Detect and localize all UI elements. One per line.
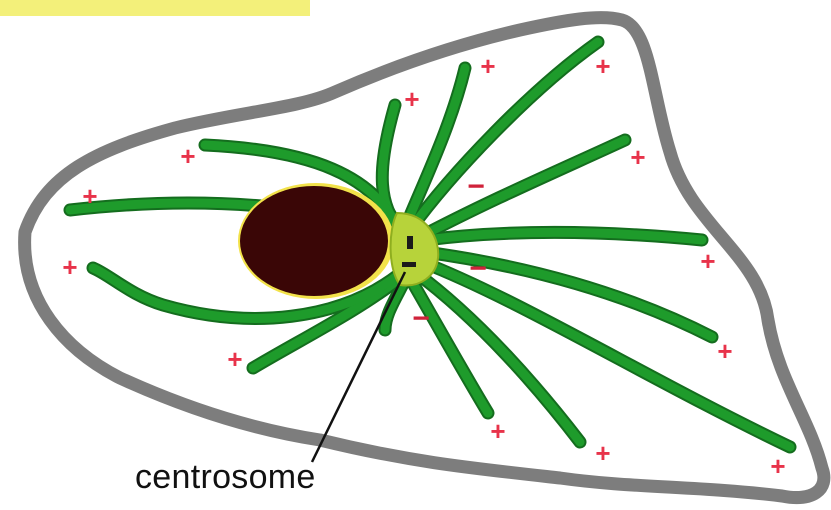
plus-sign: + xyxy=(180,141,195,171)
plus-sign: + xyxy=(227,344,242,374)
minus-sign: − xyxy=(469,252,487,285)
plus-sign: + xyxy=(595,438,610,468)
nucleus xyxy=(240,186,388,296)
plus-sign: + xyxy=(62,252,77,282)
plus-sign: + xyxy=(770,451,785,481)
plus-sign: + xyxy=(630,142,645,172)
centriole xyxy=(407,236,413,249)
centriole xyxy=(402,262,416,267)
plus-sign: + xyxy=(700,246,715,276)
plus-sign: + xyxy=(595,51,610,81)
plus-sign: + xyxy=(490,416,505,446)
minus-sign: − xyxy=(412,302,430,335)
plus-sign: + xyxy=(480,51,495,81)
centrosome-label: centrosome xyxy=(135,458,316,497)
highlight-strip xyxy=(0,0,310,16)
minus-sign: − xyxy=(467,170,485,203)
plus-sign: + xyxy=(404,84,419,114)
plus-sign: + xyxy=(717,336,732,366)
plus-sign: + xyxy=(82,181,97,211)
